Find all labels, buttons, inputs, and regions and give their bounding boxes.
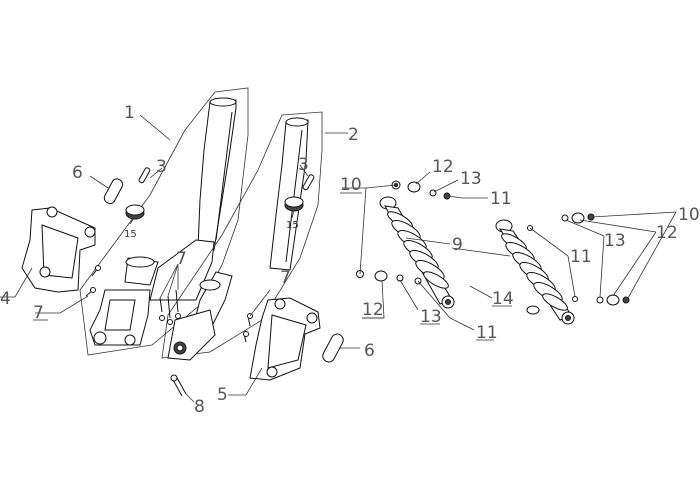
callout-10-left: 10 (340, 175, 362, 195)
callout-1: 1 (124, 103, 135, 123)
right-pin (302, 174, 315, 191)
left-shock-spring (387, 211, 449, 289)
right-rear-shock (495, 219, 575, 325)
callout-15-right: 15 (286, 220, 299, 231)
axle-bolt (170, 374, 187, 397)
right-fork-guard (249, 297, 321, 381)
bolt-group-left (85, 265, 101, 297)
callout-12-top: 12 (432, 157, 454, 177)
callout-9: 9 (452, 235, 463, 255)
leader-lines (0, 114, 677, 403)
left-rear-shock (379, 196, 455, 309)
left-fork-guard (21, 206, 96, 293)
callout-13-bottom: 13 (420, 307, 442, 327)
callout-11-right: 11 (570, 247, 592, 267)
callout-13-top: 13 (460, 169, 482, 189)
left-fork-lower-slider (149, 239, 215, 301)
left-fork-caliper-mount (89, 289, 151, 346)
right-fork-assembly (161, 111, 323, 361)
callout-4: 4 (0, 289, 11, 309)
callout-labels: 1 2 3 3 4 5 6 6 7 7 7 8 9 10 10 11 11 11… (0, 103, 700, 417)
right-shock-spring (501, 233, 568, 311)
callout-14: 14 (492, 289, 514, 309)
callout-6-right: 6 (364, 341, 375, 361)
callout-3-left: 3 (156, 157, 167, 177)
callout-3-right: 3 (298, 155, 309, 175)
bolt-group-center (159, 289, 181, 325)
left-cap (125, 204, 145, 220)
callout-7-right: 7 (280, 268, 291, 288)
left-fork-assembly (79, 87, 249, 356)
right-reflector (322, 333, 344, 363)
left-pin (138, 167, 151, 184)
callout-7-left: 7 (33, 303, 44, 323)
callout-12-bottom: 12 (362, 300, 384, 320)
right-fork-outline (161, 111, 323, 359)
callout-11-top: 11 (490, 189, 512, 209)
callout-11-bottom: 11 (476, 323, 498, 343)
bolt-group-right (243, 313, 253, 343)
callout-5: 5 (217, 385, 228, 405)
callout-15-left: 15 (124, 229, 137, 240)
callout-underlines (33, 192, 512, 341)
callout-8: 8 (194, 397, 205, 417)
callout-6-left: 6 (72, 163, 83, 183)
callout-7-center: 7 (176, 249, 187, 269)
callout-13-right: 13 (604, 231, 626, 251)
callout-12-right: 12 (656, 223, 678, 243)
right-cap (284, 196, 304, 212)
left-reflector (103, 178, 124, 205)
callout-2: 2 (348, 125, 359, 145)
right-fork-upper-tube (269, 119, 309, 271)
callout-10-right: 10 (678, 205, 700, 225)
